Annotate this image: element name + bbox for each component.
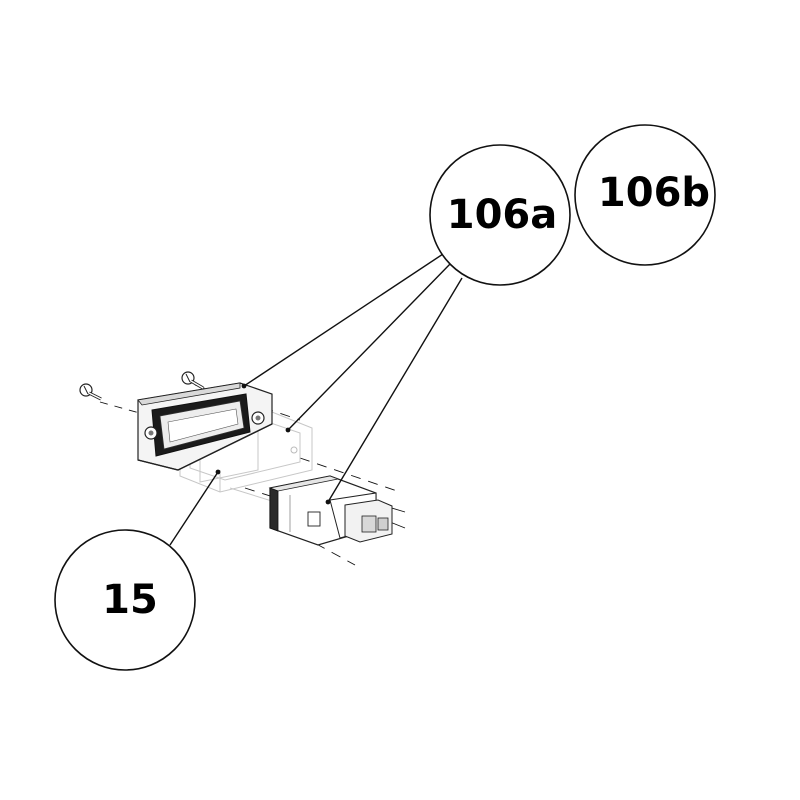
callout-15: 15 [54, 529, 196, 671]
callout-15-label: 15 [102, 577, 158, 623]
callout-106a: 106a [429, 144, 571, 286]
screw-left [79, 383, 102, 401]
callout-106b: 106b [574, 124, 716, 266]
connector-module [268, 475, 393, 546]
callout-106b-label: 106b [598, 170, 710, 216]
screw-right [181, 371, 204, 390]
leader-lines [169, 253, 463, 546]
front-bezel [137, 382, 273, 471]
callout-106a-label: 106a [447, 192, 558, 238]
